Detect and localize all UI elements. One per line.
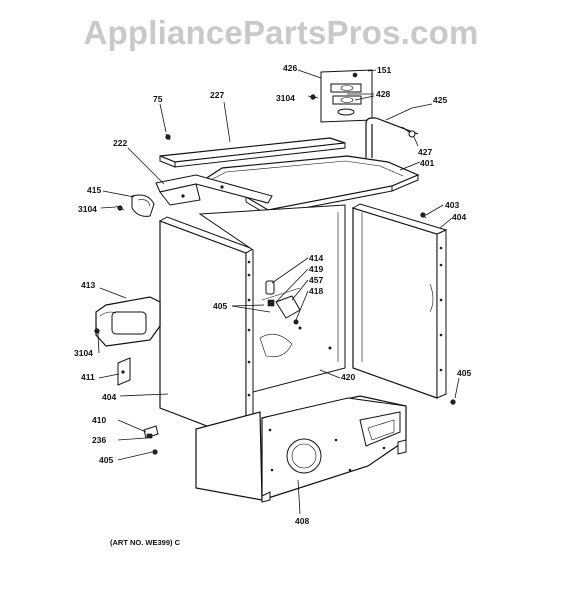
- label-405-bottom: 405: [99, 455, 113, 465]
- label-413: 413: [81, 280, 95, 290]
- art-number: (ART NO. WE399) C: [110, 538, 181, 547]
- label-405-middle: 405: [213, 301, 227, 311]
- label-401: 401: [420, 158, 434, 168]
- label-3104-lower: 3104: [74, 348, 93, 358]
- label-151: 151: [377, 65, 391, 75]
- label-418: 418: [309, 286, 323, 296]
- rear-top-strip-part[interactable]: [159, 137, 346, 168]
- label-75: 75: [153, 94, 163, 104]
- screw-3104-left[interactable]: [115, 205, 125, 211]
- label-420: 420: [341, 372, 355, 382]
- label-403: 403: [445, 200, 459, 210]
- left-side-panel-part[interactable]: [158, 216, 255, 442]
- label-457: 457: [309, 275, 323, 285]
- screw-3104-top[interactable]: [307, 94, 319, 100]
- right-side-panel-part[interactable]: [351, 203, 448, 399]
- label-3104-left: 3104: [78, 204, 97, 214]
- label-227: 227: [210, 90, 224, 100]
- label-427: 427: [418, 147, 432, 157]
- label-428: 428: [376, 89, 390, 99]
- label-426: 426: [283, 63, 297, 73]
- screw-405-right[interactable]: [450, 399, 456, 405]
- watermark-logo: AppliancePartsPros.com: [83, 14, 479, 51]
- label-408: 408: [295, 516, 309, 526]
- label-415: 415: [87, 185, 101, 195]
- label-404-left: 404: [102, 392, 116, 402]
- label-236: 236: [92, 435, 106, 445]
- label-414: 414: [309, 253, 323, 263]
- screw-3104-lower[interactable]: [94, 326, 100, 335]
- front-duct-part[interactable]: [95, 296, 161, 347]
- leveling-leg-part[interactable]: [143, 425, 159, 439]
- label-425: 425: [433, 95, 447, 105]
- screw-75[interactable]: [165, 133, 171, 141]
- hinge-rod-part[interactable]: [365, 117, 419, 158]
- label-411: 411: [81, 372, 95, 382]
- screw-405-bottom[interactable]: [152, 449, 158, 455]
- label-405-right: 405: [457, 368, 471, 378]
- part-labels: 426 151 3104 428 425 427 401 75 227 222 …: [74, 63, 471, 547]
- label-3104-top: 3104: [276, 93, 295, 103]
- base-part[interactable]: [195, 395, 407, 503]
- label-222: 222: [113, 138, 127, 148]
- hinge-bracket-part[interactable]: [320, 69, 373, 123]
- label-419: 419: [309, 264, 323, 274]
- bracket-411-part[interactable]: [117, 357, 131, 386]
- rear-channel-part[interactable]: [155, 174, 273, 206]
- label-404-right: 404: [452, 212, 466, 222]
- label-410: 410: [92, 415, 106, 425]
- screw-403[interactable]: [420, 212, 427, 219]
- cabinet-rear-panel-part[interactable]: [198, 204, 346, 393]
- leader-lines: [97, 69, 460, 515]
- bracket-415-part[interactable]: [131, 194, 155, 217]
